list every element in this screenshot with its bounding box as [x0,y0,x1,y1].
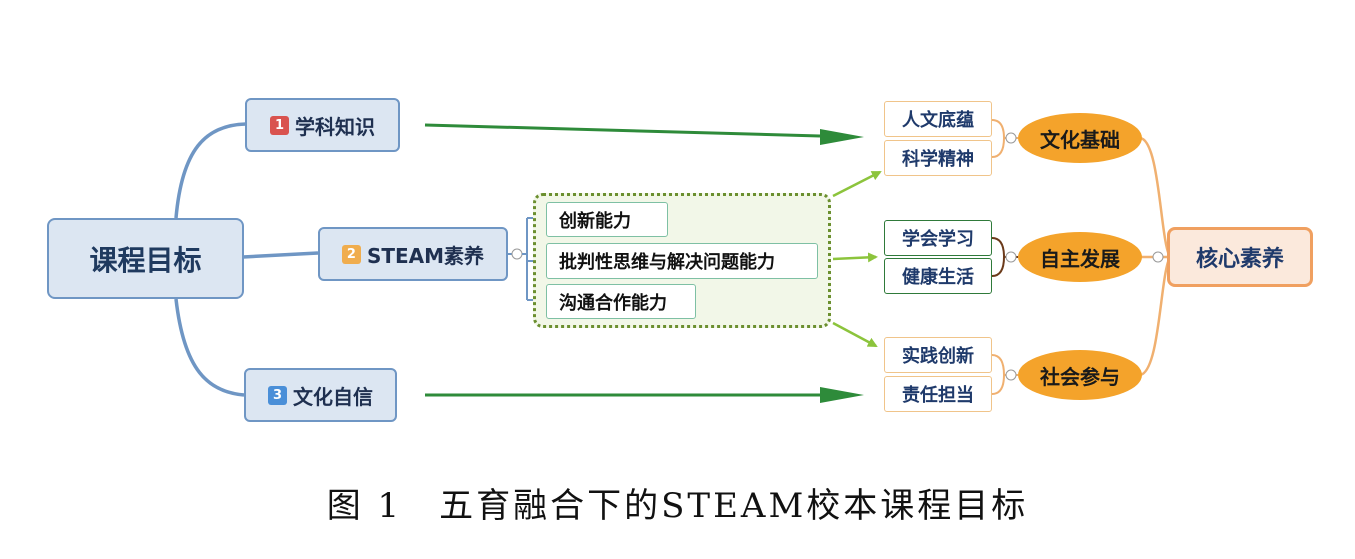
collapse-toggle-social [1005,369,1017,381]
skill-communication[interactable]: 沟通合作能力 [546,284,696,319]
root-label: 课程目标 [89,243,202,277]
collapse-toggle-core [1152,251,1164,263]
root-node[interactable]: 课程目标 [47,218,244,299]
branch-label: 文化自信 [293,384,373,409]
number-badge-1: 1 [270,115,289,135]
arrow-knowledge-to-culture-base [424,123,821,138]
link-root-to-branch-2 [242,251,319,259]
link-root-to-branch-3 [174,298,245,397]
branch-label: STEAM素养 [366,243,485,268]
oval-cultural-foundation[interactable]: 文化基础 [1018,113,1142,163]
branch-subject-knowledge[interactable]: 1 学科知识 [245,98,400,152]
oval-social-participation[interactable]: 社会参与 [1018,350,1142,400]
arrow-steam-to-culture-base [832,170,882,198]
arrow-steam-to-self-development [832,252,878,263]
item-healthy-living[interactable]: 健康生活 [884,258,992,294]
branch-label: 学科知识 [295,114,375,139]
arrow-steam-to-social [832,321,878,348]
link-root-to-branch-1 [174,122,247,219]
item-scientific-spirit[interactable]: 科学精神 [884,140,992,176]
skill-critical-thinking[interactable]: 批判性思维与解决问题能力 [546,243,818,279]
item-practical-innovation[interactable]: 实践创新 [884,337,992,373]
branch-cultural-confidence[interactable]: 3 文化自信 [244,368,397,422]
branch-steam-literacy[interactable]: 2 STEAM素养 [318,227,508,281]
collapse-toggle-culture [1005,132,1017,144]
item-learning-to-learn[interactable]: 学会学习 [884,220,992,256]
oval-self-development[interactable]: 自主发展 [1018,232,1142,282]
collapse-toggle-self [1005,251,1017,263]
item-responsibility[interactable]: 责任担当 [884,376,992,412]
number-badge-3: 3 [268,385,287,405]
collapse-toggle-steam [511,248,523,260]
item-humanistic-heritage[interactable]: 人文底蕴 [884,101,992,137]
skill-innovation[interactable]: 创新能力 [546,202,668,237]
core-literacy-node[interactable]: 核心素养 [1167,227,1313,287]
number-badge-2: 2 [341,244,361,264]
figure-caption: 图 1 五育融合下的STEAM校本课程目标 [326,486,1029,526]
